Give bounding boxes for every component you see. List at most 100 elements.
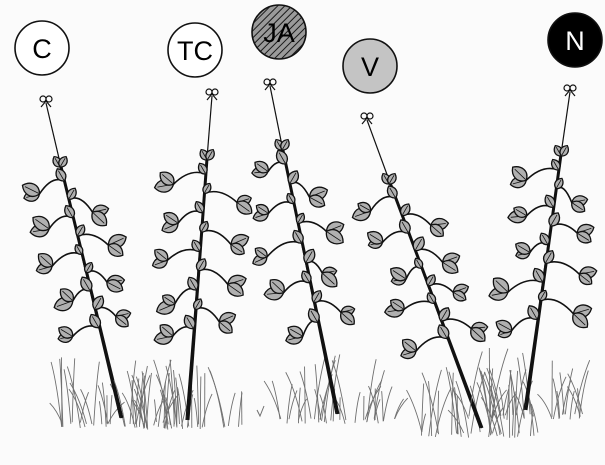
leaf-vein bbox=[573, 314, 586, 326]
leaf bbox=[227, 282, 244, 297]
leaf bbox=[92, 295, 105, 310]
leaf bbox=[107, 243, 124, 257]
leaf bbox=[37, 253, 54, 268]
leaf bbox=[286, 192, 296, 205]
grass-blade bbox=[263, 380, 282, 419]
grass-blade bbox=[368, 385, 379, 424]
leaf-vein bbox=[547, 196, 554, 207]
grass-blade bbox=[434, 387, 452, 437]
leaf-vein bbox=[282, 140, 288, 150]
leaf-vein bbox=[517, 245, 530, 253]
leaf-vein bbox=[389, 174, 395, 184]
leaf bbox=[218, 320, 233, 334]
leaf-vein bbox=[341, 312, 353, 323]
leaf bbox=[59, 288, 74, 303]
leaf-vein bbox=[201, 222, 207, 232]
leaf-vein bbox=[401, 221, 409, 233]
leaf bbox=[307, 308, 320, 323]
grass-blade bbox=[476, 382, 493, 435]
grass-blade bbox=[428, 381, 433, 436]
grass-blade bbox=[445, 367, 458, 434]
grass-blade bbox=[155, 374, 173, 429]
leaf bbox=[115, 314, 129, 328]
leaf-vein bbox=[577, 233, 590, 241]
grass-blade bbox=[50, 361, 63, 428]
leaf bbox=[106, 279, 124, 293]
grass-blade bbox=[175, 377, 180, 424]
leaf-vein bbox=[219, 322, 231, 332]
branch bbox=[38, 178, 65, 195]
branch bbox=[507, 279, 543, 293]
leaf bbox=[578, 272, 593, 286]
leaf-vein bbox=[369, 234, 382, 243]
leaf-vein bbox=[539, 291, 546, 301]
leaf bbox=[390, 267, 407, 282]
grass-blade bbox=[428, 369, 442, 437]
leaf bbox=[559, 144, 569, 157]
leaf bbox=[159, 324, 174, 338]
leaf-vein bbox=[228, 284, 242, 294]
grass-blade bbox=[285, 372, 303, 422]
grass-blade bbox=[154, 399, 157, 423]
badge-label: C bbox=[32, 34, 52, 64]
leaf-vein bbox=[76, 246, 82, 254]
leaf-vein bbox=[310, 197, 323, 205]
badge-tc: TC bbox=[167, 22, 223, 78]
circle-badge bbox=[167, 22, 223, 78]
leaf-vein bbox=[392, 301, 404, 310]
leaf-vein bbox=[404, 341, 416, 351]
leaf bbox=[576, 230, 592, 244]
leaf bbox=[425, 274, 436, 287]
leaf bbox=[357, 201, 372, 214]
grass-blade bbox=[502, 388, 510, 416]
grass-blade bbox=[98, 401, 103, 425]
grass-blade bbox=[556, 390, 561, 418]
leaf bbox=[548, 212, 561, 227]
tie-knot-icon bbox=[360, 112, 374, 125]
leaf bbox=[321, 271, 338, 288]
leaf bbox=[532, 267, 545, 283]
badge-v: V bbox=[342, 38, 398, 94]
tie-knot-icon bbox=[39, 95, 53, 108]
leaf-vein bbox=[550, 214, 558, 226]
leaf bbox=[527, 305, 540, 320]
plant-c bbox=[21, 95, 180, 428]
leaf-vein bbox=[198, 260, 205, 271]
grass-blade bbox=[537, 393, 553, 420]
grass-blade bbox=[382, 386, 393, 422]
badge-ja: JA bbox=[251, 4, 307, 60]
leaf bbox=[58, 326, 74, 339]
grass-blade bbox=[286, 384, 293, 424]
plant-v bbox=[351, 112, 539, 438]
leaf bbox=[55, 168, 67, 182]
circle-badge bbox=[547, 12, 603, 68]
leaf-vein bbox=[389, 187, 396, 198]
grass-blade bbox=[196, 365, 200, 425]
grass-blade bbox=[510, 374, 514, 416]
leaf-vein bbox=[310, 310, 318, 322]
branch bbox=[266, 240, 302, 258]
grass-blade bbox=[163, 390, 176, 429]
grass-blade bbox=[517, 357, 525, 419]
grass-blade bbox=[323, 355, 336, 423]
grass-blade bbox=[489, 385, 498, 420]
branch bbox=[302, 320, 319, 337]
grass-blade bbox=[71, 358, 76, 423]
grass-blade bbox=[574, 359, 591, 415]
leaf-vein bbox=[303, 272, 310, 283]
grass-blade bbox=[66, 366, 81, 428]
grass-blade bbox=[227, 392, 236, 426]
branch bbox=[174, 287, 197, 305]
leaf-vein bbox=[498, 323, 512, 331]
branch bbox=[555, 186, 573, 203]
grass-blade bbox=[468, 351, 483, 417]
grass-blade bbox=[491, 394, 497, 420]
leaf bbox=[438, 307, 451, 322]
leaf-vein bbox=[415, 238, 422, 251]
circle-badge bbox=[14, 20, 70, 76]
grass-blade bbox=[478, 367, 492, 436]
grass-blade bbox=[437, 390, 440, 433]
leaf-vein bbox=[204, 184, 210, 193]
leaf bbox=[325, 229, 344, 245]
grass-blade bbox=[321, 360, 336, 421]
